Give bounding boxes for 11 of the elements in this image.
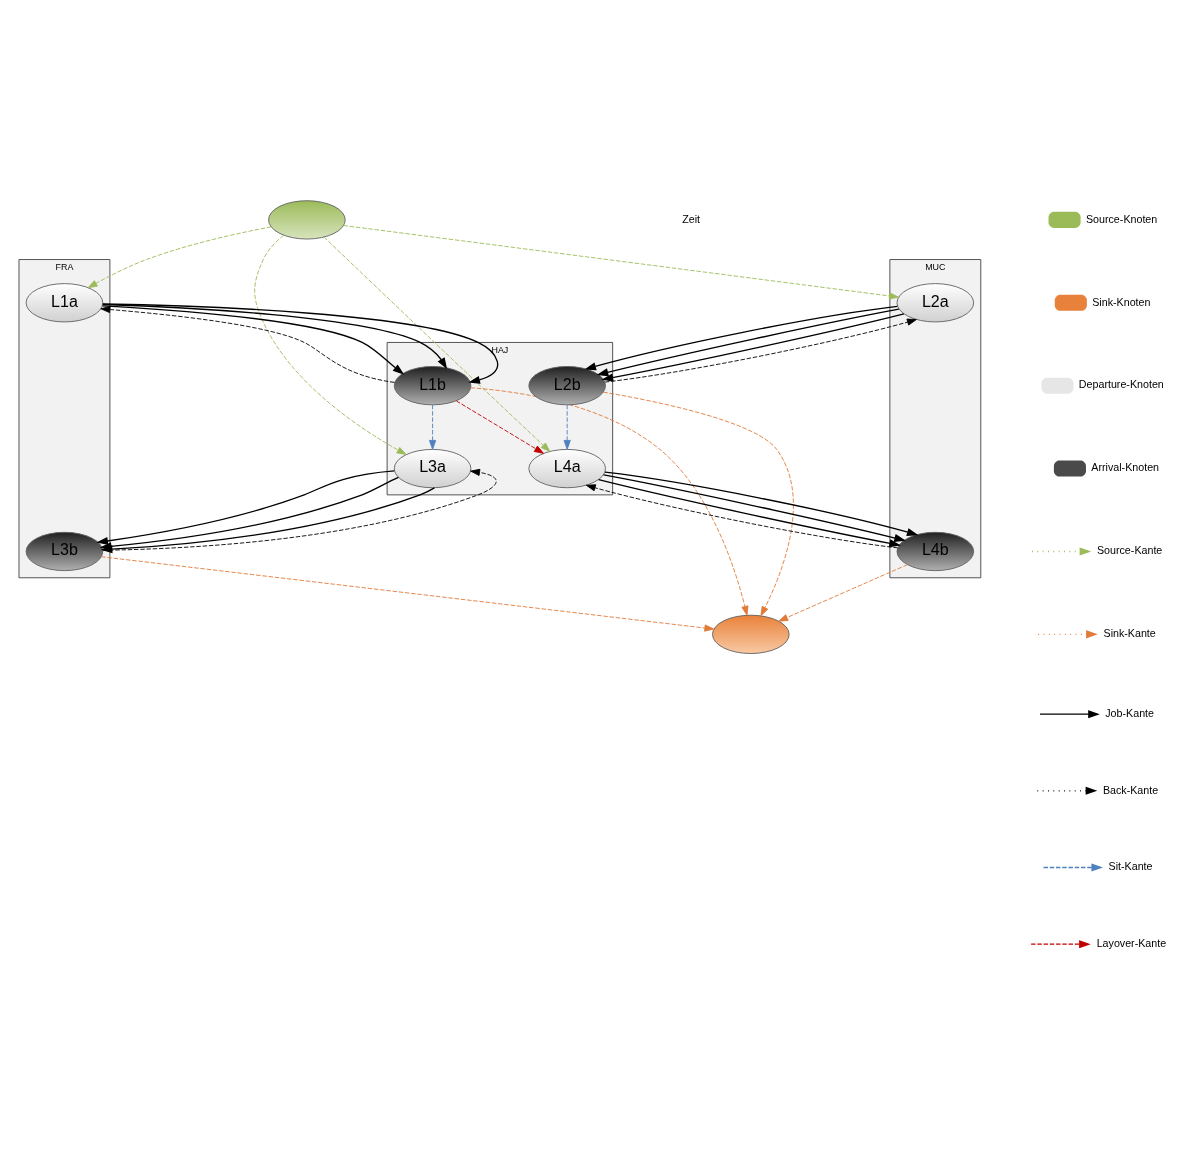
legend-label: Sit-Kante xyxy=(1108,859,1153,872)
legend-label: Arrival-Knoten xyxy=(1091,460,1160,473)
legend-label: Sink-Knoten xyxy=(1092,295,1151,308)
legend-label: Job-Kante xyxy=(1105,706,1155,719)
legend-label: Source-Kante xyxy=(1096,543,1163,556)
legend-label: Source-Knoten xyxy=(1085,212,1158,225)
label: Zeit xyxy=(682,212,700,225)
legend-label: Layover-Kante xyxy=(1096,936,1167,949)
legend-label: Sink-Kante xyxy=(1103,626,1156,639)
legend-label: Departure-Knoten xyxy=(1078,377,1164,390)
legend-label: Back-Kante xyxy=(1102,783,1159,796)
